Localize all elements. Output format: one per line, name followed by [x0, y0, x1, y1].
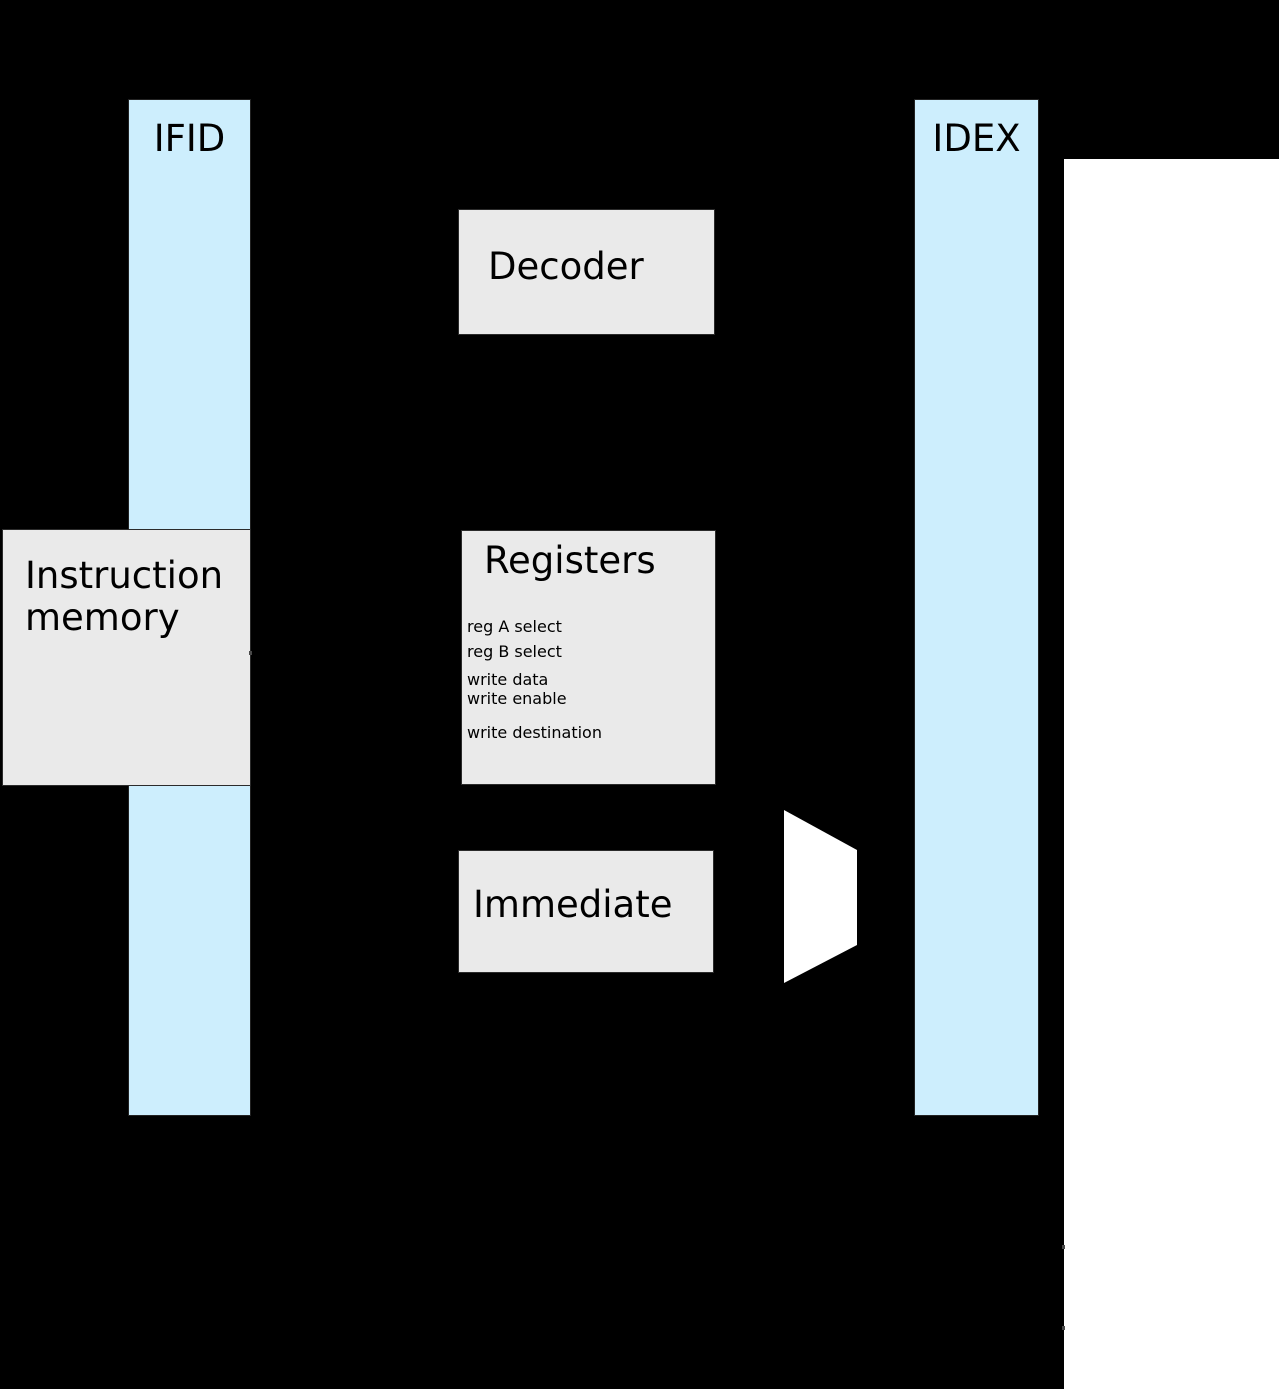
unit-decoder-title: Decoder	[488, 245, 644, 288]
registers-port-write-enable: write enable	[467, 689, 567, 708]
unit-decoder[interactable]: Decoder	[458, 209, 715, 335]
wire-end-speck-4	[249, 651, 252, 655]
operand-mux[interactable]	[780, 805, 865, 990]
unit-immediate-title: Immediate	[473, 883, 673, 926]
pipeline-register-ifid-label: IFID	[153, 117, 226, 160]
wire-end-speck-1	[1062, 1245, 1065, 1249]
registers-port-reg-a-select: reg A select	[467, 617, 562, 636]
unit-instruction-memory-title: Instruction memory	[25, 554, 224, 640]
unit-registers[interactable]: Registers reg A select reg B select writ…	[461, 530, 716, 785]
registers-port-write-data: write data	[467, 670, 549, 689]
pipeline-register-idex-label: IDEX	[932, 117, 1021, 160]
pipeline-register-idex[interactable]: IDEX	[914, 99, 1039, 1116]
unit-instruction-memory[interactable]: Instruction memory	[2, 529, 251, 786]
registers-port-write-destination: write destination	[467, 723, 602, 742]
unit-immediate[interactable]: Immediate	[458, 850, 714, 973]
registers-port-reg-b-select: reg B select	[467, 642, 562, 661]
white-background-panel	[1064, 159, 1279, 1389]
unit-registers-title: Registers	[484, 539, 656, 582]
wire-end-speck-2	[1062, 1326, 1065, 1330]
